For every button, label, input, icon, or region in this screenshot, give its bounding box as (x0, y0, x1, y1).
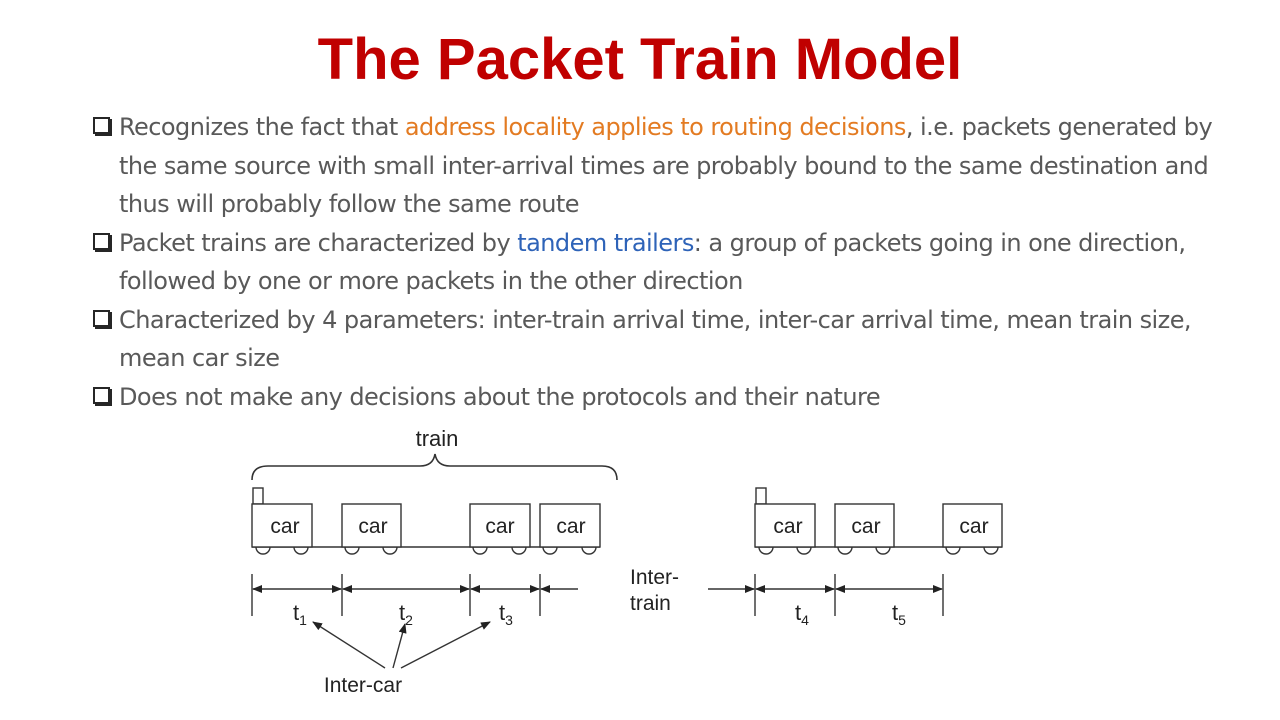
car-wheel (837, 546, 853, 555)
checkbox-bullet-icon (93, 386, 110, 404)
pointer-arrow (392, 623, 407, 669)
bullet-text: Packet trains are characterized by (119, 228, 518, 257)
car-wheel (945, 546, 961, 555)
car-wheel (293, 546, 309, 555)
bullet-text: Characterized by 4 parameters: inter-tra… (119, 305, 1192, 373)
car-wheel (542, 546, 558, 555)
car-wheel (983, 546, 999, 555)
car-wheel (758, 546, 774, 555)
bullet-text: , i.e. packets generated by the same sou… (119, 113, 1213, 218)
car-label: car (556, 515, 585, 538)
train-group-right: car car car (754, 487, 1003, 555)
bullet-item: Characterized by 4 parameters: inter-tra… (92, 301, 1252, 378)
car-wheel (796, 546, 812, 555)
checkbox-bullet-icon (93, 309, 110, 327)
interval-label-t5: t5 (892, 600, 906, 628)
inter-train-label: train (630, 592, 671, 615)
train-car (754, 503, 816, 548)
bullet-item: Packet trains are characterized by tande… (92, 224, 1252, 301)
car-label: car (358, 515, 387, 538)
inter-car-label: Inter-car (324, 674, 402, 697)
bullet-text: Does not make any decisions about the pr… (119, 382, 881, 411)
train-brace (251, 453, 618, 481)
train-label: train (416, 426, 459, 451)
inter-train-label: Inter- (630, 566, 679, 589)
bullet-item: Does not make any decisions about the pr… (92, 378, 1252, 417)
car-wheel (581, 546, 597, 555)
pointer-arrow (312, 621, 386, 669)
locomotive-chimney (252, 487, 264, 505)
car-wheel (875, 546, 891, 555)
car-label: car (773, 515, 802, 538)
pointer-arrow (400, 621, 491, 669)
car-wheel (255, 546, 271, 555)
bullet-highlight: address locality applies to routing deci… (404, 113, 907, 141)
car-label: car (485, 515, 514, 538)
train-car (469, 503, 531, 548)
train-group-left: car car car car (251, 487, 601, 555)
bullet-text: Recognizes the fact that (119, 113, 405, 141)
interval-label-t4: t4 (795, 600, 809, 628)
car-wheel (472, 546, 488, 555)
car-wheel (382, 546, 398, 555)
interval-label-t1: t1 (293, 600, 307, 628)
car-label: car (959, 515, 988, 538)
train-car (942, 503, 1003, 548)
bullet-item: Recognizes the fact that address localit… (92, 108, 1252, 224)
train-car (341, 503, 402, 548)
checkbox-bullet-icon (93, 117, 110, 134)
car-wheel (511, 546, 527, 555)
bullet-list: Recognizes the fact that address localit… (92, 108, 1252, 416)
bullet-highlight: tandem trailers (517, 228, 694, 257)
train-car (834, 503, 895, 548)
train-car (539, 503, 601, 548)
car-label: car (270, 515, 299, 538)
train-car (251, 503, 313, 548)
interval-label-t2: t2 (399, 600, 413, 628)
checkbox-bullet-icon (93, 232, 110, 250)
slide-title: The Packet Train Model (317, 27, 963, 92)
car-wheel (344, 546, 360, 555)
locomotive-chimney (755, 487, 767, 505)
interval-label-t3: t3 (499, 600, 513, 628)
inter-car-pointers (312, 621, 491, 669)
car-label: car (851, 515, 880, 538)
bullet-text: : a group of packets going in one direct… (119, 228, 1186, 296)
timeline-left (251, 574, 578, 616)
timeline-right (708, 574, 944, 616)
